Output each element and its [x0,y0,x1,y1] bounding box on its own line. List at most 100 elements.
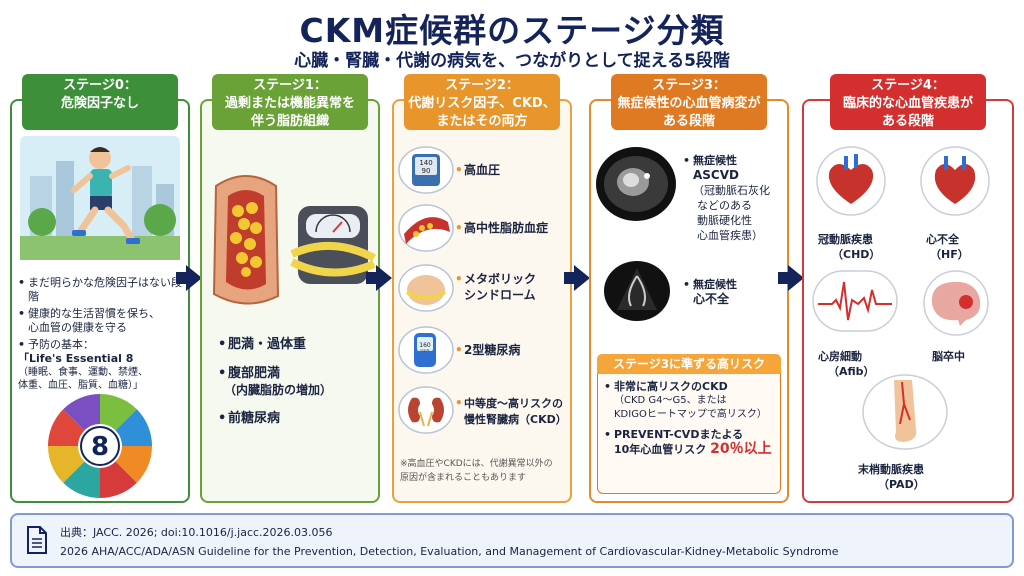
bullet-dot: • [455,272,463,286]
ascvd-label: 無症候性 [683,154,787,168]
arrow-icon [176,265,202,291]
brain-stroke-icon [923,270,989,336]
stage-4-column: ステージ4： 臨床的な心血管疾患が ある段階 冠動脈疾患 （CHD） 心不全 （… [802,74,1014,504]
wheel-number: 8 [91,432,109,462]
stage-4-label: ステージ4： [871,78,945,93]
bullet-dot: • [455,396,463,410]
stage-1-column: ステージ1： 過剰または機能異常を 伴う脂肪組織 肥満・過体重 腹部肥満 （内臓… [200,74,380,504]
asymptomatic-hf: 無症候性 心不全 [683,278,737,307]
stage-0-bullet-cont: 心血管の健康を守る [28,321,127,334]
chd-label: 冠動脈疾患 （CHD） [818,232,880,262]
pad-label: 末梢動脈疾患 （PAD） [858,462,925,492]
heart-chd-icon [816,146,886,216]
le8-title: 「Life's Essential 8 [18,352,134,365]
stage-1-label: ステージ1： [253,78,327,93]
pad-abbr: （PAD） [878,478,925,491]
ecg-afib-icon [812,270,898,332]
risk-item: PREVENT-CVDまたよる [604,428,774,442]
page-subtitle: 心臓・腎臓・代謝の病気を、つながりとして捉える5段階 [294,51,730,71]
ascvd-label: ASCVD [693,168,739,182]
risk-threshold: 20％以上 [710,441,772,457]
risk-detail: KDIGOヒートマップで高リスク） [614,409,767,420]
stage-2-note: ※高血圧やCKDには、代謝異常以外の 原因が含まれることもあります [400,457,553,485]
risk-detail: 10年心血管リスク [614,443,707,456]
stage-1-item: 前糖尿病 [218,410,378,427]
stroke-label: 脳卒中 [932,350,965,363]
stage-4-header: ステージ4： 臨床的な心血管疾患が ある段階 [830,74,986,130]
asymptomatic-ascvd: 無症候性 ASCVD （冠動脈石灰化 などのある 動脈硬化性 心血管疾患） [683,154,787,243]
stage-0-title: 危険因子なし [60,96,139,111]
afib-name: 心房細動 [818,350,862,363]
ascvd-detail: （冠動脈石灰化 [693,184,770,197]
note-line: ※高血圧やCKDには、代謝異常以外の [400,459,553,469]
afib-abbr: （Afib） [828,365,875,378]
risk-detail: （CKD G4～G5、または [614,395,727,406]
hypertension-label: 高血圧 [464,163,501,177]
metabolic-syndrome-label: メタボリック [464,272,537,286]
ascvd-detail: 心血管疾患） [697,229,763,242]
blood-vessel-lipid-icon [398,204,454,252]
blood-pressure-monitor-icon: 140 90 [398,146,454,194]
stage-1-title: 過剰または機能異常を [224,96,355,111]
le8-detail: 体重、血圧、脂質、血糖）」 [18,380,143,391]
hf-label: 心不全 [693,292,730,306]
stage-2-column: ステージ2： 代謝リスク因子、CKD、 またはその両方 140 90 高血圧 •… [392,74,572,504]
arrow-icon [564,265,590,291]
chd-abbr: （CHD） [832,248,881,261]
stage-1-item: 腹部肥満 [218,365,378,382]
stage-1-item-detail: （内臓脂肪の増加） [224,383,333,397]
type2-diabetes-label: 2型糖尿病 [464,343,521,357]
heart-failure-icon [920,146,990,216]
arrow-icon [778,265,804,291]
stage-2-title: またはその両方 [436,114,528,129]
stage-0-column: ステージ0： 危険因子なし まだ明らかな危険因子はない段階 健康的な生活習慣を保… [10,74,190,504]
bullet-dot: • [455,343,463,357]
abdominal-obesity-icon [398,264,454,312]
fat-tissue-and-scale-illustration [212,175,376,305]
stage-3-title: 無症候性の心血管病変が [617,96,761,111]
ckd-label: 中等度～高リスクの [464,397,563,410]
glucose-reading: 160 [419,342,431,349]
pad-name: 末梢動脈疾患 [858,463,924,476]
hf-label: 心不全 （HF） [926,232,969,262]
stage-1-header: ステージ1： 過剰または機能異常を 伴う脂肪組織 [212,74,368,130]
hf-name: 心不全 [926,233,959,246]
page-title: CKM症候群のステージ分類 [299,11,725,50]
le8-detail: （睡眠、食事、運動、禁煙、 [18,367,148,378]
life-essential-8-wheel: 8 [47,394,153,498]
ascvd-detail: 動脈硬化性 [697,214,752,227]
ascvd-detail: などのある [697,199,752,212]
stage-3-column: ステージ3： 無症候性の心血管病変が ある段階 無症候性 ASCVD （冠動脈石… [589,74,789,504]
bp-reading: 90 [422,167,431,175]
bullet-dot: • [455,221,463,235]
glucose-meter-icon: 160 mg/dL [398,326,454,374]
document-icon [27,526,47,554]
echo-scan-image [604,261,670,321]
ckd-label: 慢性腎臓病（CKD） [464,413,567,426]
risk-item: 非常に高リスクのCKD [604,380,774,394]
note-line: 原因が含まれることもあります [400,473,527,483]
stage-4-title: ある段階 [881,114,934,129]
stage-0-bullet: 健康的な生活習慣を保ち、 [18,307,188,321]
high-risk-box: ステージ3に準ずる高リスク 非常に高リスクのCKD （CKD G4～G5、または… [597,354,781,494]
stage-3-header: ステージ3： 無症候性の心血管病変が ある段階 [611,74,767,130]
stage-1-title: 伴う脂肪組織 [250,114,329,129]
stage-4-title: 臨床的な心血管疾患が [842,96,973,111]
bullet-dot: • [455,163,463,177]
kidney-icon [398,386,454,434]
stage-0-label: ステージ0： [63,78,137,93]
prevention-title: 予防の基本： [18,338,188,352]
metabolic-syndrome-label: シンドローム [464,288,536,302]
hf-label: 無症候性 [683,278,737,292]
afib-label: 心房細動 （Afib） [818,349,875,379]
source-citation: 出典：JACC. 2026; doi:10.1016/j.jacc.2026.0… [60,526,333,539]
stage-0-header: ステージ0： 危険因子なし [22,74,178,130]
chd-name: 冠動脈疾患 [818,233,873,246]
high-risk-title: ステージ3に準ずる高リスク [597,354,781,374]
leg-pad-icon [862,374,948,450]
stage-1-item: 肥満・過体重 [218,336,378,353]
glucose-unit: mg/dL [420,348,430,352]
source-guideline: 2026 AHA/ACC/ADA/ASN Guideline for the P… [60,545,839,558]
stage-0-bullet: まだ明らかな危険因子はない段階 [18,276,188,304]
ct-scan-image [596,147,676,221]
